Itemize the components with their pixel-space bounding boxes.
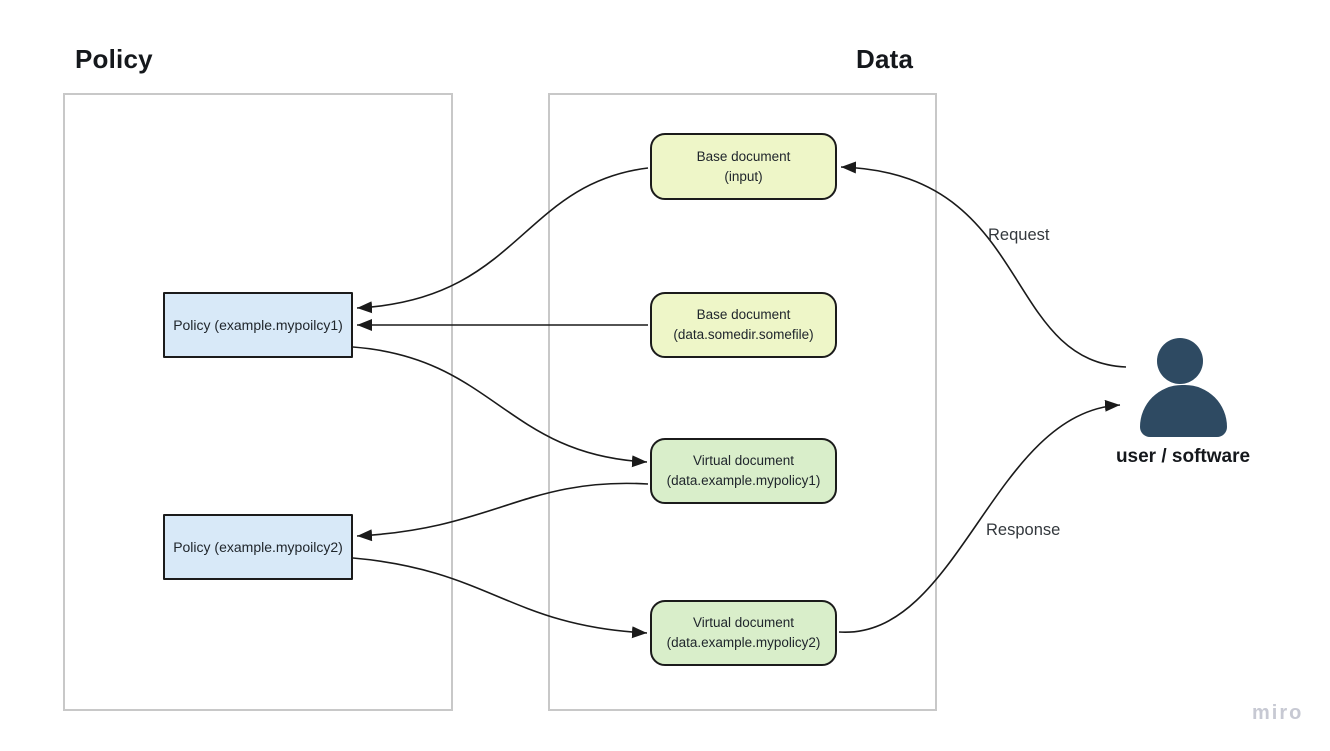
node-label: Policy (example.mypoilcy2) [173, 539, 343, 555]
node-base-document-input[interactable]: Base document (input) [650, 133, 837, 200]
edge-policy1-to-virtual1-arrow[interactable] [352, 346, 648, 468]
node-label-line1: Base document [696, 307, 791, 322]
request-edge-label[interactable]: Request [988, 226, 1050, 244]
edge-baseinput-to-policy1-arrow[interactable] [356, 167, 649, 314]
node-policy-mypoilcy2[interactable]: Policy (example.mypoilcy2) [163, 514, 353, 580]
actor-label[interactable]: user / software [1115, 446, 1251, 467]
node-label-line2: (data.somedir.somefile) [673, 327, 814, 342]
node-label-line2: (input) [724, 168, 763, 184]
policy-section-container[interactable] [63, 93, 453, 711]
node-virtual-document-mypolicy1[interactable]: Virtual document (data.example.mypolicy1… [650, 438, 837, 504]
node-base-document-somefile[interactable]: Base document (data.somedir.somefile) [650, 292, 837, 358]
data-section-container[interactable] [548, 93, 937, 711]
node-label-line2: (data.example.mypolicy1) [666, 473, 821, 488]
node-label-line2: (data.example.mypolicy2) [666, 635, 821, 650]
miro-watermark: miro [1252, 702, 1304, 724]
node-label-line1: Virtual document [692, 615, 795, 630]
node-virtual-document-mypolicy2[interactable]: Virtual document (data.example.mypolicy2… [650, 600, 837, 666]
node-label-line1: Virtual document [692, 453, 795, 468]
node-label-line1: Base document [696, 148, 791, 164]
node-policy-mypoilcy1[interactable]: Policy (example.mypoilcy1) [163, 292, 353, 358]
edge-virtual1-to-policy2-arrow[interactable] [356, 482, 649, 542]
response-edge-label[interactable]: Response [986, 521, 1061, 539]
node-label: Policy (example.mypoilcy1) [173, 317, 343, 333]
edge-request-arrow[interactable] [840, 161, 1127, 368]
data-section-title[interactable]: Data [856, 44, 914, 74]
person-icon-head [1157, 338, 1203, 384]
policy-section-title[interactable]: Policy [75, 44, 153, 74]
edge-policy2-to-virtual2-arrow[interactable] [352, 557, 648, 639]
edge-response-arrow[interactable] [838, 399, 1121, 633]
